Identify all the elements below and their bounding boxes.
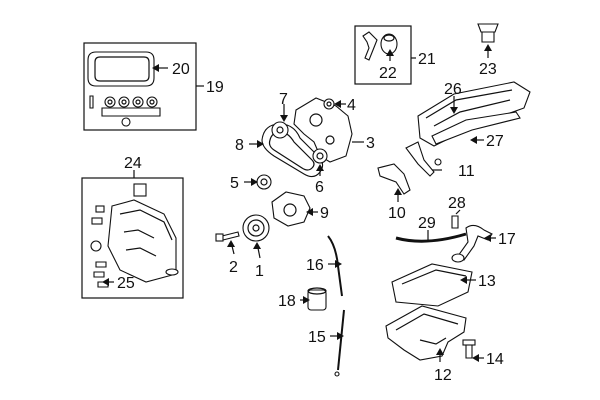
gasket-bolt [89, 95, 94, 109]
pickup-gasket-29 [395, 232, 467, 243]
callout-16: 16 [306, 257, 324, 274]
callout-1: 1 [255, 263, 264, 280]
cylinder-head-box [81, 177, 184, 299]
callout-29: 29 [418, 215, 436, 232]
head-gasket-ring [165, 268, 179, 276]
oil-pump [271, 191, 311, 227]
head-bolt-a [95, 205, 105, 213]
valve-cover-gasket [87, 51, 155, 87]
callout-22: 22 [379, 65, 397, 82]
callout-20: 20 [172, 61, 190, 78]
callout-3: 3 [366, 135, 375, 152]
gasket-set-group [83, 42, 204, 131]
callout-labels: 1 2 3 4 5 6 7 8 9 10 11 12 13 14 15 16 1… [117, 51, 516, 384]
callout-18: 18 [278, 293, 296, 310]
callout-9: 9 [320, 205, 329, 222]
oil-pickup-group [395, 209, 496, 263]
oil-pickup-17 [457, 224, 493, 261]
idler-sprocket [312, 148, 328, 164]
damper-bolt [221, 231, 240, 241]
callout-19: 19 [206, 79, 224, 96]
bracket-bolt [434, 158, 442, 166]
callout-24: 24 [124, 155, 142, 172]
cylinder-head [107, 199, 177, 283]
crank-damper [242, 214, 270, 242]
callout-11: 11 [458, 163, 475, 180]
cover-seal [323, 98, 335, 110]
dipstick-group [300, 235, 345, 377]
bracket-11 [405, 141, 435, 177]
bracket-group [377, 141, 442, 202]
bracket-10 [377, 163, 411, 195]
callout-21: 21 [418, 51, 436, 68]
callout-4: 4 [347, 97, 356, 114]
callout-8: 8 [235, 137, 244, 154]
cam-sprocket [271, 121, 289, 139]
callout-7: 7 [279, 91, 288, 108]
head-bolt-b [91, 217, 103, 225]
callout-28: 28 [448, 195, 466, 212]
timing-leaders [227, 100, 364, 259]
tube-seal [362, 31, 378, 61]
callout-12: 12 [434, 367, 452, 384]
dipstick-15 [337, 309, 345, 371]
callout-27: 27 [486, 133, 504, 150]
spark-plug-tube-seals [101, 96, 161, 117]
tensioner-pulley [256, 174, 272, 190]
callout-23: 23 [479, 61, 497, 78]
head-seal [90, 240, 102, 252]
callout-25: 25 [117, 275, 135, 292]
callout-15: 15 [308, 329, 326, 346]
valve-cover-gasket-27 [431, 111, 521, 145]
oil-pan-gasket-13 [391, 263, 473, 307]
callout-13: 13 [478, 273, 496, 290]
cylinder-head-group [81, 170, 184, 299]
pan-bolt-14 [465, 343, 473, 359]
oil-pan-12 [385, 305, 467, 361]
callout-17: 17 [498, 231, 516, 248]
oil-pan-group [385, 263, 484, 362]
filler-cap-23 [477, 23, 499, 58]
timing-system-group [215, 97, 353, 242]
valve-cover-group [417, 81, 531, 147]
pickup-bolt-28 [451, 215, 459, 229]
callout-14: 14 [486, 351, 504, 368]
callout-2: 2 [229, 259, 238, 276]
oil-filler-group [354, 25, 416, 85]
callout-10: 10 [388, 205, 406, 222]
o-ring [121, 117, 131, 127]
head-plug [133, 183, 147, 197]
callout-26: 26 [444, 81, 462, 98]
oil-filler-box [354, 25, 412, 85]
callout-6: 6 [315, 179, 324, 196]
callout-5: 5 [230, 175, 239, 192]
